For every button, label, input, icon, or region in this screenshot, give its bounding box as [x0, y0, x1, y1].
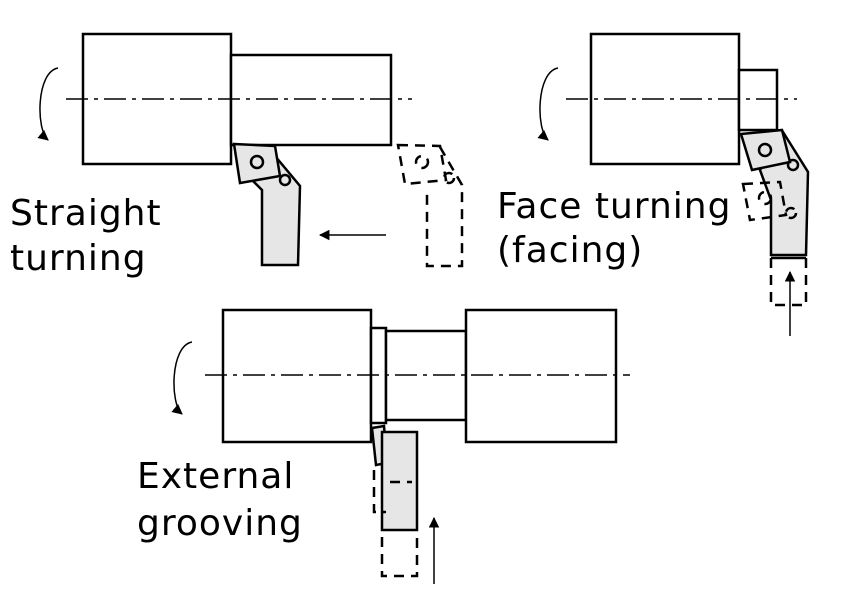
cutting-insert-icon: [232, 142, 282, 185]
workpiece-face-stub: [737, 68, 779, 132]
grooving-label-line1: External: [137, 456, 294, 497]
rotation-arrow-icon: [537, 67, 559, 141]
dashed-holder-screw: [442, 171, 456, 185]
facing-label-line1: Face turning: [497, 186, 731, 227]
insert-screw: [249, 154, 265, 170]
dashed-insert-screw: [757, 190, 773, 206]
rotation-arrow-icon: [171, 341, 193, 415]
dashed-holder-screw: [784, 206, 798, 220]
dashed-holder-outline: [769, 258, 808, 307]
facing-panel: Face turning (facing): [497, 32, 810, 336]
grooving-panel: External grooving: [137, 308, 630, 584]
insert-screw: [757, 142, 773, 158]
grooving-label-line2: grooving: [137, 503, 303, 544]
straight-label-line2: turning: [10, 238, 147, 279]
tool-start-position-dashed: [741, 180, 788, 222]
tool-start-position-dashed: [396, 143, 448, 186]
dashed-insert-screw: [414, 154, 430, 170]
cutting-insert-icon: [739, 128, 792, 172]
straight-label-line1: Straight: [10, 193, 162, 234]
facing-label-line2: (facing): [497, 230, 643, 271]
straight-turning-panel: Straight turning: [10, 32, 464, 279]
workpiece-right-section: [464, 308, 618, 444]
workpiece-turned-section: [229, 53, 393, 147]
holder-screw: [278, 173, 292, 187]
rotation-arrow-icon: [37, 67, 59, 141]
dashed-blade-outline: [372, 470, 386, 514]
workpiece-left-section: [221, 308, 373, 444]
holder-screw: [786, 158, 800, 172]
dashed-holder-outline: [425, 146, 464, 268]
dashed-holder-outline: [380, 537, 419, 578]
